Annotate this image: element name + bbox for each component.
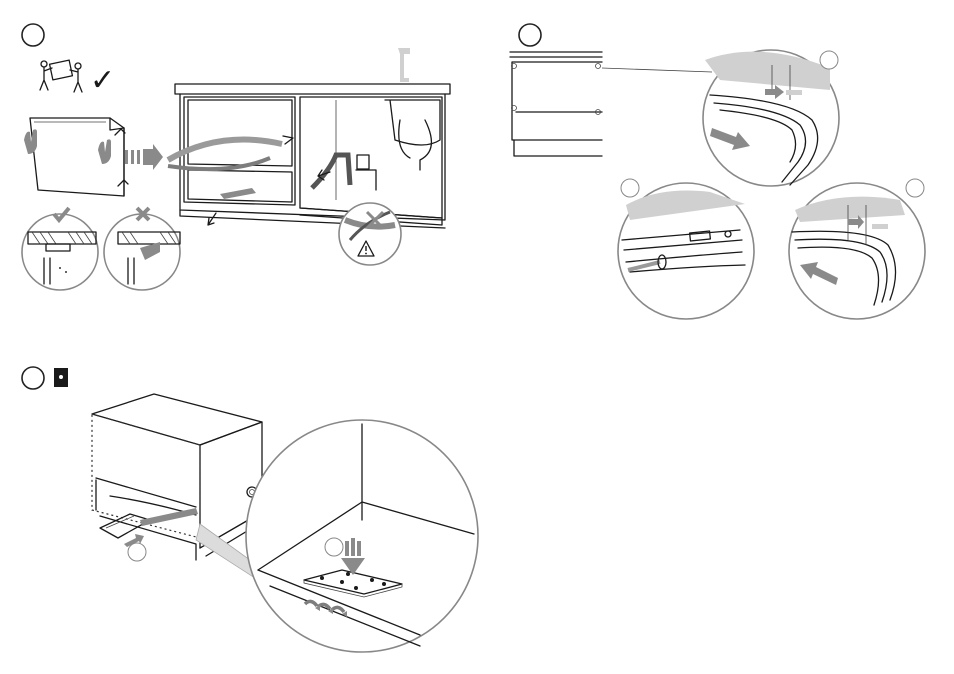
dishwasher-unit bbox=[92, 394, 262, 560]
valve-icon bbox=[357, 155, 369, 169]
step-3-panel bbox=[22, 367, 478, 652]
sub-step-marker bbox=[820, 51, 838, 69]
check-icon: ✓ bbox=[90, 64, 115, 97]
sub-step-marker bbox=[325, 538, 343, 556]
drain-hose bbox=[168, 140, 282, 160]
faucet-icon bbox=[398, 48, 410, 82]
sub-step-marker bbox=[128, 543, 146, 561]
sub-step-marker bbox=[906, 179, 924, 197]
hinge-detail-b bbox=[618, 179, 754, 319]
kitchen-cabinet bbox=[175, 48, 450, 228]
two-person-lift-icon bbox=[40, 60, 82, 92]
hose-connection bbox=[312, 155, 350, 188]
appliance-front bbox=[510, 52, 712, 156]
step-3-number-circle bbox=[22, 367, 44, 389]
step-1-panel: ✓ bbox=[22, 24, 450, 290]
tray-arrow bbox=[220, 188, 256, 199]
hand-icon bbox=[24, 129, 37, 154]
mounting-plate-detail bbox=[246, 420, 478, 652]
push-arrow bbox=[125, 144, 163, 170]
step-1-number-circle bbox=[22, 24, 44, 46]
step-2-panel bbox=[510, 24, 925, 319]
sub-step-marker bbox=[621, 179, 639, 197]
hand-icon bbox=[98, 139, 111, 164]
hinge-detail-c bbox=[789, 179, 925, 319]
correct-mount-detail bbox=[22, 208, 98, 290]
hinge-detail-a bbox=[703, 50, 839, 186]
plate-connector bbox=[140, 508, 198, 526]
direction-arrow bbox=[208, 213, 216, 225]
incorrect-mount-detail bbox=[104, 208, 180, 290]
warning-detail bbox=[339, 203, 401, 265]
inlet-hose bbox=[168, 158, 270, 169]
step-2-number-circle bbox=[519, 24, 541, 46]
